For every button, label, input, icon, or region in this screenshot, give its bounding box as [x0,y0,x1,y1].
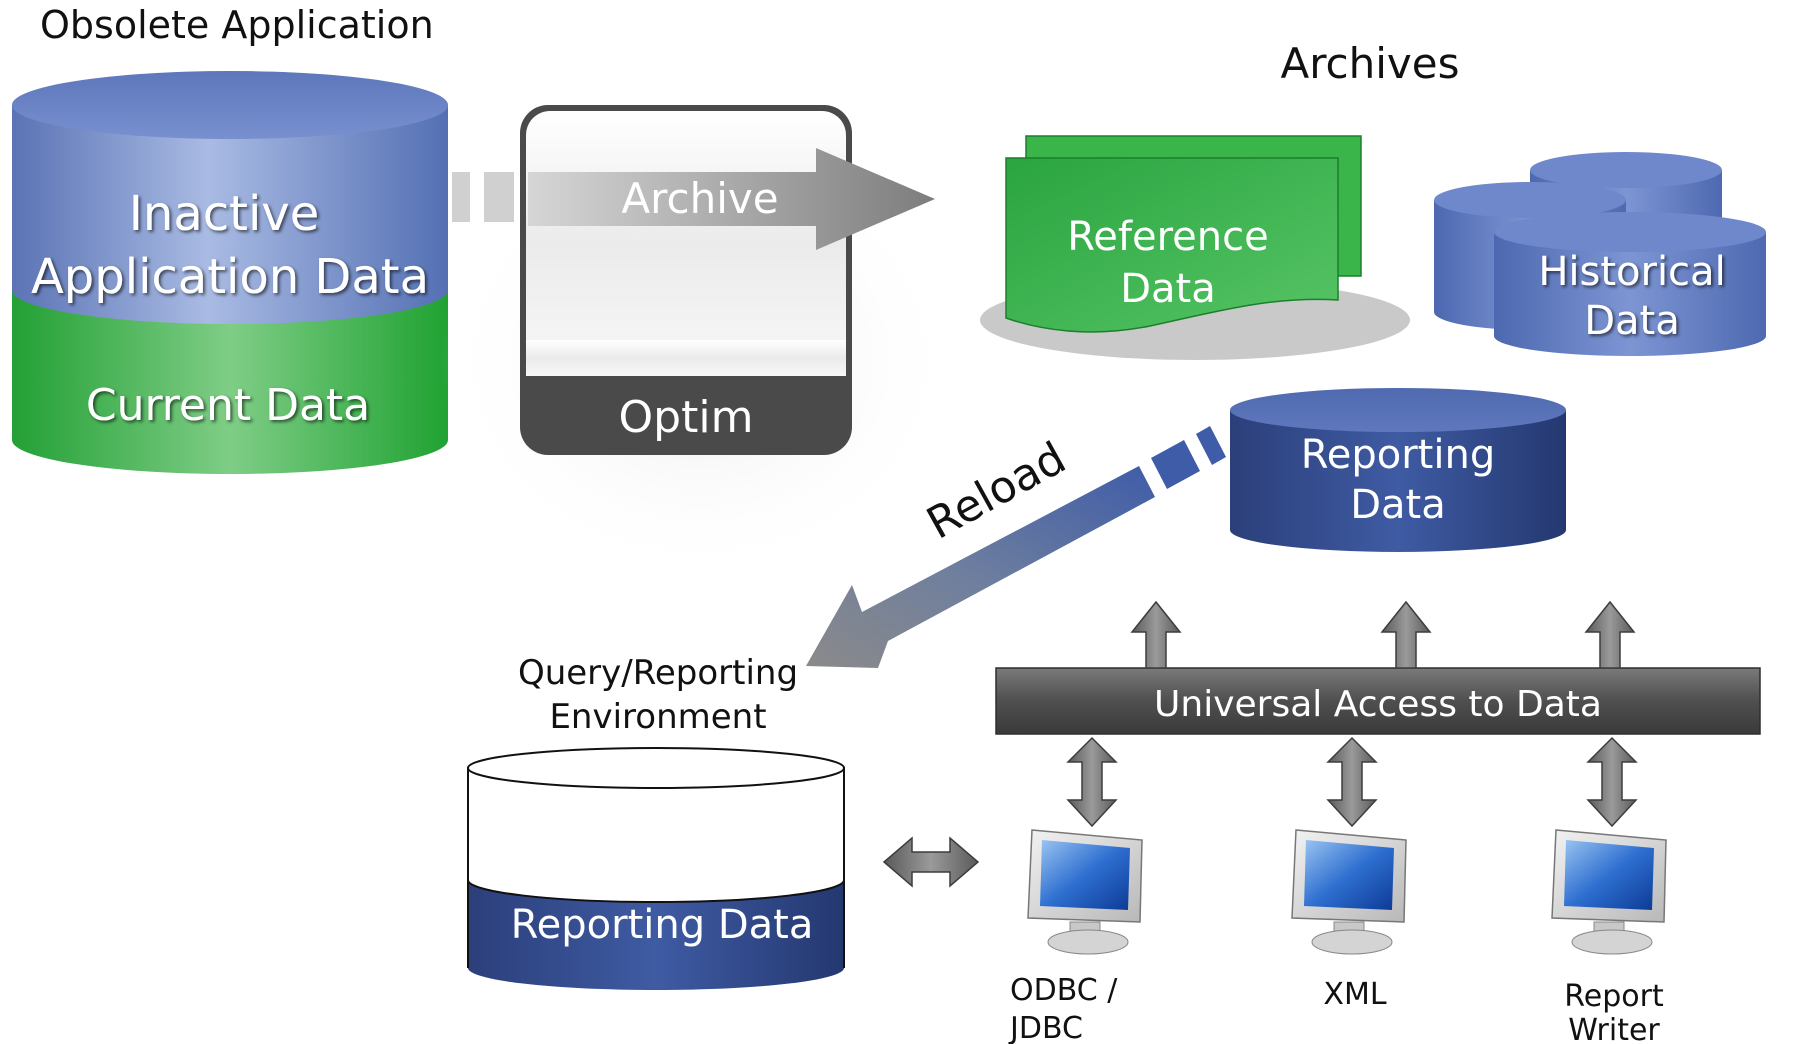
client-xml [1291,829,1407,955]
current-data-label: Current Data [86,380,370,431]
obsolete-application-database: Inactive Application Data Current Data [12,71,448,474]
horizontal-double-arrow [882,836,980,888]
historical-data-label-line2: Data [1584,298,1680,344]
client-odbc-label-line2: JDBC [1008,1011,1083,1044]
client-report-writer-label-line2: Writer [1568,1013,1660,1044]
double-arrows [882,736,1638,888]
reporting-archive-label-line2: Data [1350,482,1446,528]
reporting-data-archive-cylinder: Reporting Data [1230,388,1566,552]
universal-access-bar: Universal Access to Data [995,667,1761,735]
reference-data-label-line1: Reference [1067,214,1268,260]
query-reporting-database: Reporting Data [467,747,845,990]
query-environment-label-line1: Query/Reporting [518,653,798,693]
inactive-data-segment [12,105,448,324]
current-data-segment [12,270,448,474]
up-arrow-2 [1380,600,1432,669]
inactive-data-label-line1: Inactive [129,186,319,242]
local-reporting-data-label: Reporting Data [511,902,814,948]
client-odbc-label-line1: ODBC / [1010,973,1118,1008]
client-report-writer-label-line1: Report [1564,979,1664,1014]
reference-data-label-line2: Data [1120,266,1216,312]
double-arrow-xml [1326,736,1378,828]
monitor-icon [1291,829,1407,955]
up-arrow-1 [1130,600,1182,669]
double-arrow-odbc [1066,736,1118,828]
query-environment-label-line2: Environment [549,697,766,737]
monitor-icon [1551,829,1667,955]
client-xml-label: XML [1323,977,1386,1012]
historical-data-cylinders: Historical Data [1434,152,1766,356]
archives-title: Archives [1280,39,1459,88]
query-database-top [467,747,845,789]
database-top [12,71,448,139]
universal-access-label: Universal Access to Data [1154,684,1602,725]
archive-arrow-label: Archive [621,174,778,223]
optim-engine: Optim [520,105,852,455]
monitor-icon [1027,829,1143,955]
archive-arrow: Archive [452,148,935,250]
reference-data-documents: Reference Data [980,135,1410,360]
obsolete-application-title: Obsolete Application [40,3,434,47]
client-odbc [1027,829,1143,955]
up-arrow-3 [1584,600,1636,669]
local-reporting-segment [468,880,844,990]
empty-segment [467,767,845,903]
reporting-archive-label-line1: Reporting [1301,432,1495,478]
historical-data-label-line1: Historical [1538,249,1725,295]
double-arrow-report-writer [1586,736,1638,828]
up-arrows [1130,600,1636,669]
inactive-data-label-line2: Application Data [31,249,429,305]
client-report-writer [1551,829,1667,955]
optim-label: Optim [619,392,754,443]
